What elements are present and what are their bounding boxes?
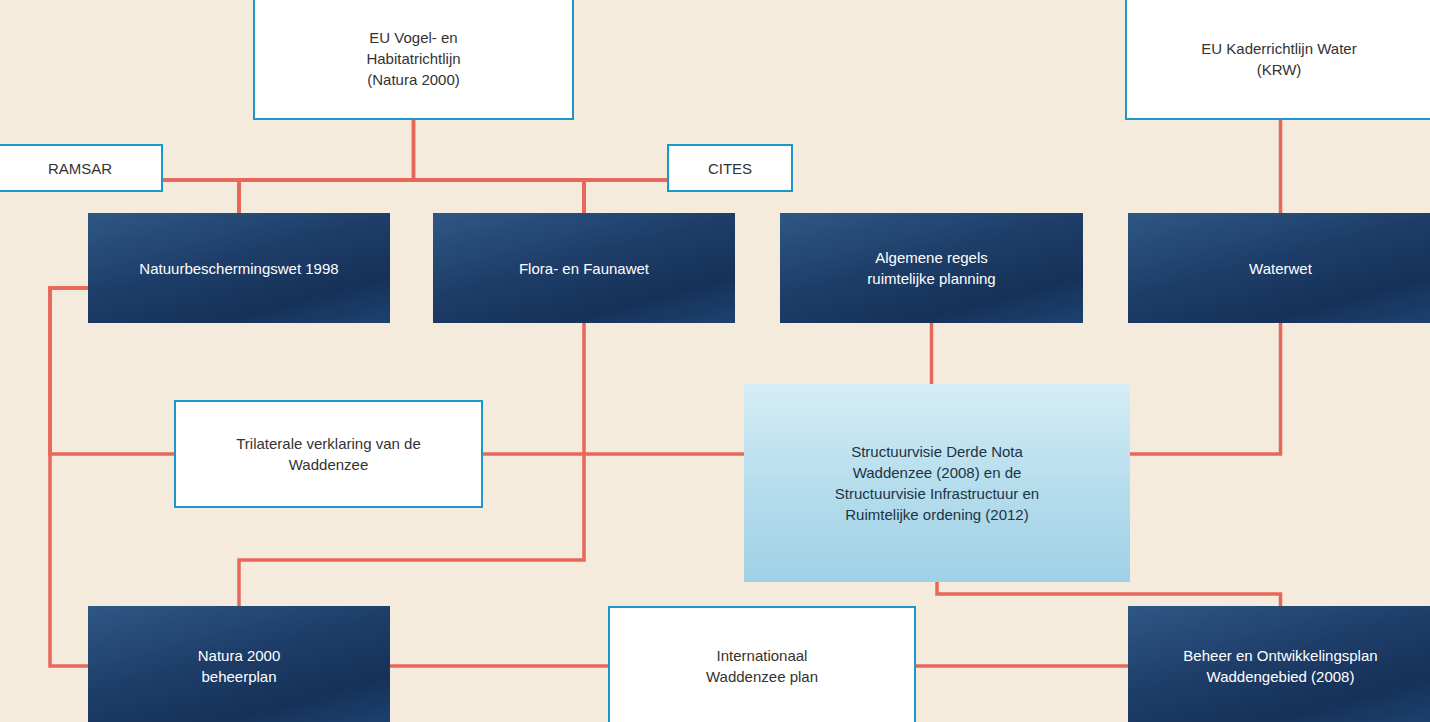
node-label: RAMSAR bbox=[48, 158, 112, 179]
node-label: EU Kaderrichtlijn Water (KRW) bbox=[1189, 38, 1369, 80]
node-label: Structuurvisie Derde Nota Waddenzee (200… bbox=[817, 441, 1057, 525]
treaty-box: CITES bbox=[667, 144, 793, 192]
connector-line bbox=[239, 180, 667, 213]
connector-line bbox=[584, 180, 667, 213]
plan-box: Beheer en Ontwikkelingsplan Waddengebied… bbox=[1128, 606, 1430, 722]
law-box: Flora- en Faunawet bbox=[433, 213, 735, 323]
connector-line bbox=[414, 120, 585, 213]
connector-line bbox=[916, 664, 1128, 668]
law-box: Algemene regels ruimtelijke planning bbox=[780, 213, 1083, 323]
node-label: Flora- en Faunawet bbox=[519, 258, 649, 279]
connector-line bbox=[483, 452, 744, 456]
node-label: Algemene regels ruimtelijke planning bbox=[854, 247, 1009, 289]
node-label: CITES bbox=[708, 158, 752, 179]
node-label: Internationaal Waddenzee plan bbox=[695, 645, 830, 687]
node-label: Trilaterale verklaring van de Waddenzee bbox=[231, 433, 427, 475]
node-label: Waterwet bbox=[1249, 258, 1312, 279]
directive-box: EU Kaderrichtlijn Water (KRW) bbox=[1125, 0, 1430, 120]
policy-box: Structuurvisie Derde Nota Waddenzee (200… bbox=[744, 384, 1130, 582]
connector-line bbox=[239, 120, 414, 213]
connector-line bbox=[163, 180, 239, 213]
plan-box: Natura 2000 beheerplan bbox=[88, 606, 390, 722]
connector-line bbox=[390, 664, 608, 668]
connector-line bbox=[937, 582, 1281, 606]
connector-line bbox=[163, 180, 584, 213]
law-box: Waterwet bbox=[1128, 213, 1430, 323]
node-label: EU Vogel- en Habitatrichtlijn (Natura 20… bbox=[346, 27, 481, 90]
node-label: Natuurbeschermingswet 1998 bbox=[139, 258, 338, 279]
connector-line bbox=[1130, 323, 1281, 454]
connector-line bbox=[1279, 120, 1283, 213]
connector-line bbox=[50, 288, 88, 666]
law-box: Natuurbeschermingswet 1998 bbox=[88, 213, 390, 323]
treaty-box: RAMSAR bbox=[0, 144, 163, 192]
node-label: Beheer en Ontwikkelingsplan Waddengebied… bbox=[1173, 645, 1388, 687]
connector-line bbox=[930, 323, 934, 384]
plan-box: Internationaal Waddenzee plan bbox=[608, 606, 916, 722]
declaration-box: Trilaterale verklaring van de Waddenzee bbox=[174, 400, 483, 508]
directive-box: EU Vogel- en Habitatrichtlijn (Natura 20… bbox=[253, 0, 574, 120]
node-label: Natura 2000 beheerplan bbox=[179, 645, 299, 687]
